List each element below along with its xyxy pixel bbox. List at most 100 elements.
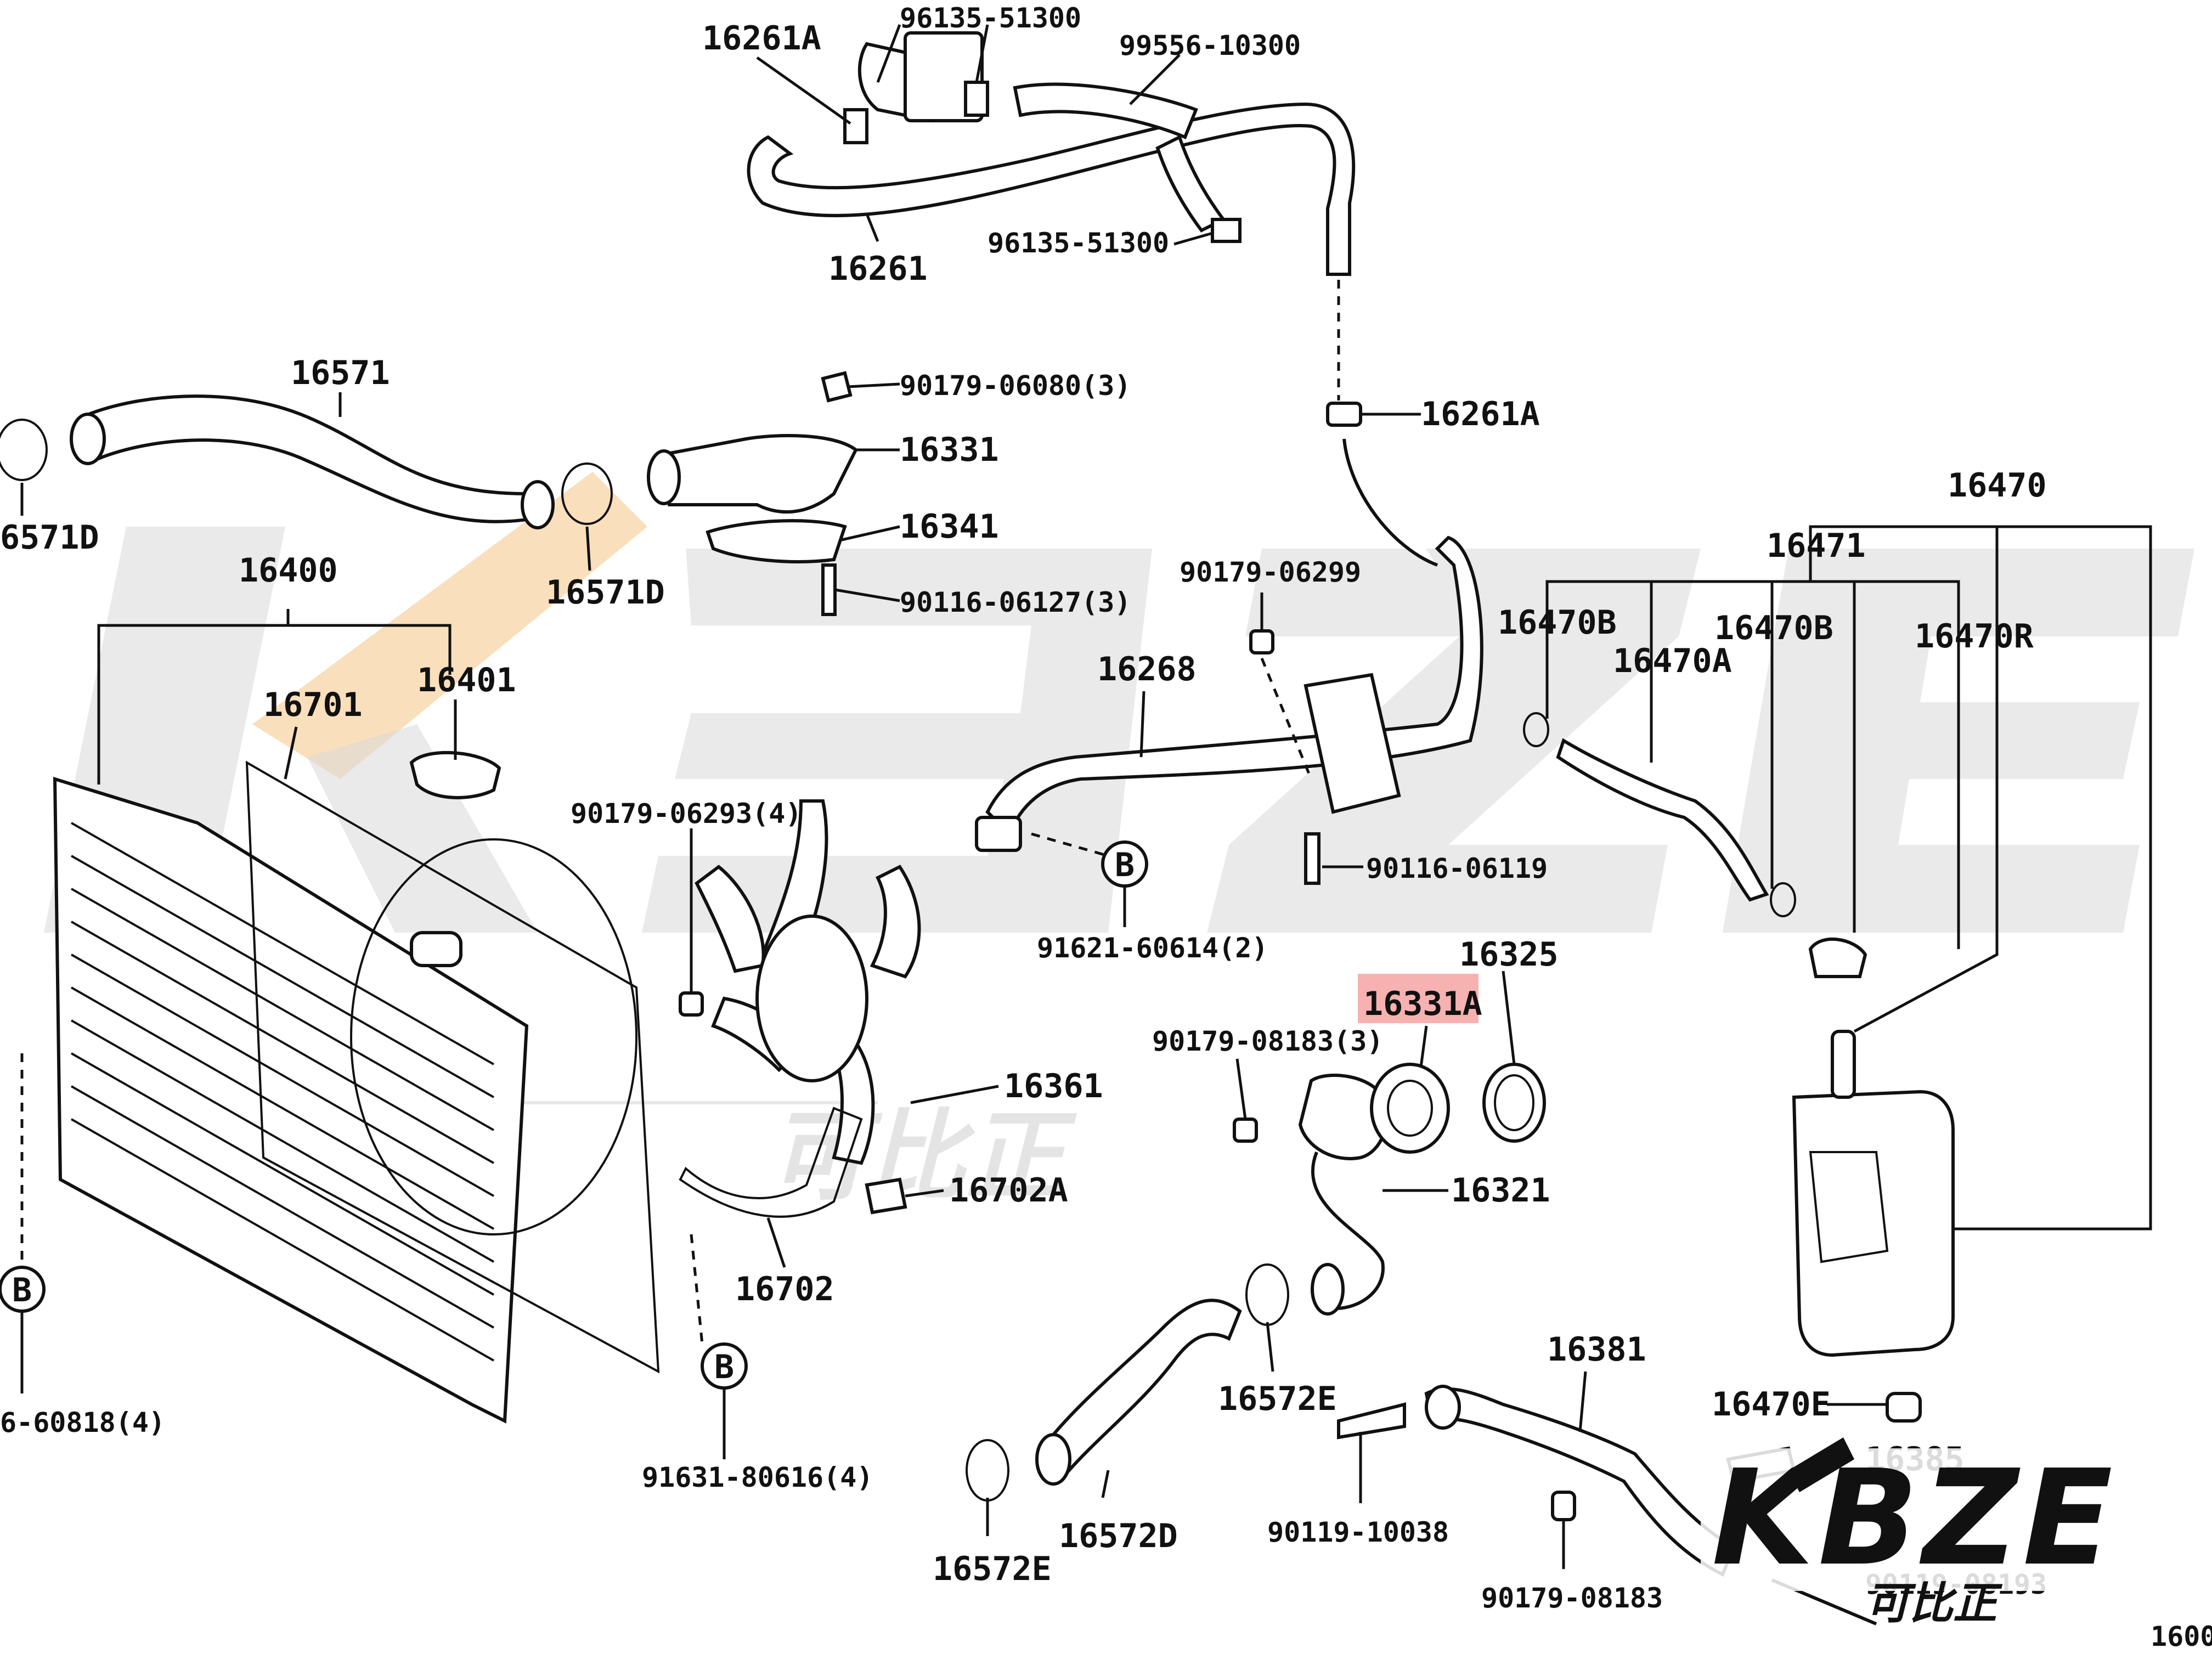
thermostat-16331A bbox=[1370, 1063, 1450, 1154]
label-16331A: 16331A bbox=[1363, 985, 1482, 1023]
radiator-core bbox=[53, 776, 529, 1424]
hose-16261 bbox=[747, 102, 1356, 276]
upper-radiator-hose bbox=[0, 394, 613, 529]
svg-text:B: B bbox=[1115, 846, 1135, 884]
reservoir-16470 bbox=[1523, 712, 1955, 1423]
dash-b-bottom bbox=[690, 1234, 704, 1345]
label-6-60818: 6-60818(4) bbox=[0, 1407, 165, 1438]
svg-text:B: B bbox=[12, 1271, 32, 1310]
label-90116-06127: 90116-06127(3) bbox=[900, 586, 1131, 618]
label-90179-08183-b: 90179-08183 bbox=[1481, 1582, 1663, 1614]
clamp-96135-51300-upper bbox=[964, 81, 989, 117]
clamp-16572E-bottom bbox=[966, 1439, 1009, 1502]
radiator-16400 bbox=[53, 776, 529, 1424]
fan-16361 bbox=[695, 799, 921, 1165]
watermark-subtext: 可比正 bbox=[768, 1099, 1077, 1214]
label-16361: 16361 bbox=[1004, 1067, 1103, 1105]
reservoir-tank bbox=[1792, 1090, 1955, 1357]
shroud-frame bbox=[245, 760, 660, 1374]
water-outlet-16331 bbox=[656, 434, 858, 514]
nut-90179-06299 bbox=[1249, 629, 1274, 654]
label-1600: 1600 bbox=[2151, 1621, 2212, 1652]
clamp-16572E-mid bbox=[1245, 1263, 1289, 1326]
radiator-fins bbox=[71, 822, 494, 1362]
shroud-lower-16702 bbox=[679, 1107, 863, 1218]
hose-16571-end-left bbox=[70, 413, 106, 465]
highlight-16331A bbox=[1358, 974, 1479, 1023]
water-outlet-group bbox=[647, 371, 858, 616]
label-16400: 16400 bbox=[239, 551, 338, 590]
logo-text: KBZE bbox=[1712, 1441, 2117, 1595]
label-90179-08183-a: 90179-08183(3) bbox=[1152, 1025, 1383, 1057]
ref-marker-b-left: B bbox=[0, 1266, 46, 1313]
label-16381: 16381 bbox=[1547, 1330, 1646, 1369]
bracket-eye bbox=[1425, 1385, 1461, 1430]
leader-lines bbox=[20, 24, 2152, 1569]
dash-pipe-to-b bbox=[1031, 832, 1109, 857]
nut-90179-06293 bbox=[679, 991, 704, 1017]
label-90179-06080: 90179-06080(3) bbox=[900, 370, 1131, 402]
pipe-branch bbox=[1342, 438, 1438, 567]
hose-99556-10300 bbox=[1013, 82, 1198, 139]
label-90179-06299: 90179-06299 bbox=[1180, 556, 1361, 588]
label-16470E: 16470E bbox=[1712, 1385, 1831, 1424]
clamp-96135-51300-lower bbox=[1211, 218, 1242, 243]
nut-90179-06080 bbox=[821, 371, 853, 403]
nut-90179-08183-a bbox=[1233, 1118, 1258, 1143]
gasket-16341 bbox=[706, 519, 847, 563]
label-96135-51300-mid: 96135-51300 bbox=[988, 227, 1169, 259]
label-16470R: 16470R bbox=[1915, 617, 2034, 656]
lower-radiator-hose bbox=[966, 1263, 1345, 1502]
reservoir-window bbox=[1809, 1151, 1889, 1263]
label-16572D: 16572D bbox=[1059, 1517, 1178, 1555]
clamp-16571D bbox=[561, 462, 613, 525]
radiator-cap-16401 bbox=[409, 751, 501, 799]
water-outlet-neck bbox=[647, 449, 681, 505]
label-91631-80616: 91631-80616(4) bbox=[642, 1462, 873, 1493]
label-16572E-bottom: 16572E bbox=[933, 1550, 1052, 1588]
dash-nut-to-bracket bbox=[1260, 658, 1313, 780]
bolt-90116-06127 bbox=[821, 563, 837, 616]
radiator-filler-neck bbox=[410, 931, 462, 967]
shroud-opening bbox=[350, 838, 637, 1235]
bolt-90116-06119 bbox=[1304, 832, 1321, 885]
label-16470B-b: 16470B bbox=[1714, 609, 1833, 647]
bypass-pipe-16268 bbox=[975, 438, 1483, 885]
reservoir-hose-16470A bbox=[1556, 738, 1769, 902]
label-16401: 16401 bbox=[417, 661, 516, 699]
clip-16702A bbox=[865, 1177, 907, 1215]
logo-subtext: 可比正 bbox=[1865, 1578, 2003, 1629]
label-16331: 16331 bbox=[900, 431, 999, 469]
label-16470: 16470 bbox=[1948, 466, 2047, 505]
label-16325: 16325 bbox=[1459, 935, 1559, 974]
hose-16572D-end bbox=[1035, 1433, 1071, 1486]
brand-logo: KBZE 可比正 bbox=[1701, 1437, 2205, 1629]
gasket-16325-inner bbox=[1494, 1074, 1534, 1131]
logo-backdrop bbox=[1701, 1448, 2205, 1591]
hose-16572D bbox=[1040, 1299, 1242, 1479]
fan-shroud-16701 bbox=[245, 760, 660, 1374]
label-16571D-left: 6571D bbox=[0, 518, 99, 557]
label-96135-51300-top: 96135-51300 bbox=[900, 2, 1081, 34]
fan-hub bbox=[755, 915, 868, 1082]
label-91621-60614: 91621-60614(2) bbox=[1037, 932, 1268, 964]
logo-k-accent bbox=[1788, 1437, 1854, 1492]
hose-inlet-end bbox=[1311, 1263, 1345, 1316]
label-16571: 16571 bbox=[291, 354, 390, 392]
nut-90179-08183-b bbox=[1551, 1491, 1576, 1521]
ref-marker-b-mid: B bbox=[1101, 840, 1148, 888]
hose-branch bbox=[1155, 134, 1226, 233]
label-16571D: 16571D bbox=[546, 573, 665, 612]
label-16471: 16471 bbox=[1767, 527, 1866, 565]
clamp-16470B-b bbox=[1770, 882, 1796, 917]
reservoir-cap-16470R bbox=[1808, 937, 1867, 978]
watermark-b bbox=[642, 549, 1152, 933]
label-16268: 16268 bbox=[1097, 650, 1197, 689]
label-16470A: 16470A bbox=[1613, 642, 1732, 680]
fan-blade-3 bbox=[695, 865, 765, 973]
reservoir-filler bbox=[1831, 1030, 1856, 1099]
hose-16571-end-right bbox=[521, 480, 555, 529]
